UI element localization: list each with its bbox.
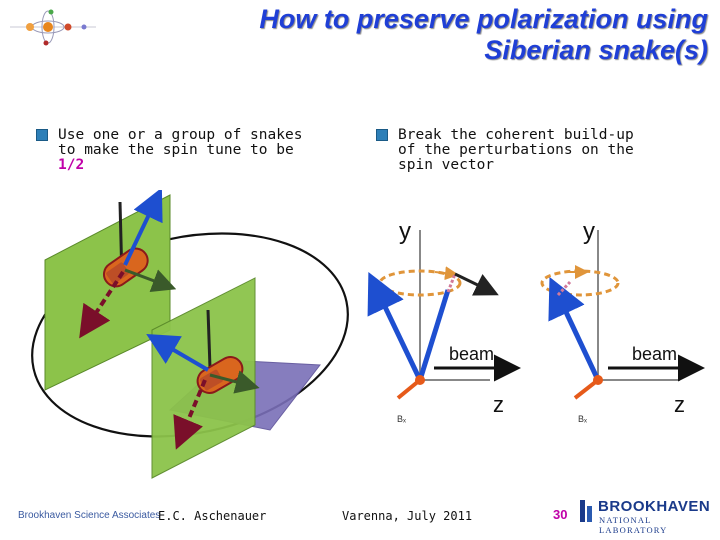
slide-title: How to preserve polarization using Siber… bbox=[259, 4, 708, 66]
spin-diagram-left bbox=[367, 230, 521, 400]
footer-venue: Varenna, July 2011 bbox=[342, 509, 473, 523]
right-bullet-line-1: Break the coherent build-up bbox=[398, 127, 634, 143]
siberian-snake-illustration bbox=[31, 190, 349, 479]
snake-magnet-2 bbox=[196, 356, 244, 394]
b-field-label-right: Bₓ bbox=[578, 414, 587, 424]
bullet-square-icon bbox=[36, 129, 48, 141]
page-number: 30 bbox=[553, 507, 568, 522]
left-bullet-line-1: Use one or a group of snakes bbox=[58, 127, 303, 143]
spin-diagram-right bbox=[540, 230, 705, 400]
right-bullet-line-2: of the perturbations on the bbox=[398, 142, 634, 158]
bullet-square-icon bbox=[376, 129, 388, 141]
brookhaven-logo-icon bbox=[580, 500, 592, 522]
title-line-1: How to preserve polarization using bbox=[259, 4, 708, 34]
spin-perturbation-diagrams bbox=[367, 230, 705, 400]
beam-label-right: beam bbox=[632, 344, 678, 364]
right-bullet: Break the coherent build-up of the pertu… bbox=[376, 128, 706, 173]
beam-label-left: beam bbox=[449, 344, 495, 364]
y-axis-label-right: y bbox=[583, 218, 595, 245]
lab-subtitle: NATIONAL LABORATORY bbox=[599, 515, 668, 535]
z-axis-label-left: z bbox=[493, 392, 504, 417]
title-line-2: Siberian snake(s) bbox=[484, 35, 708, 65]
footer-org: Brookhaven Science Associates bbox=[18, 510, 161, 521]
footer-author: E.C. Aschenauer bbox=[158, 509, 267, 523]
z-axis-label-right: z bbox=[674, 392, 685, 417]
left-bullet-highlight: 1/2 bbox=[58, 157, 85, 173]
left-bullet-line-2: to make the spin tune to be bbox=[58, 142, 294, 158]
atom-logo-icon bbox=[10, 9, 96, 46]
left-bullet: Use one or a group of snakes to make the… bbox=[36, 128, 356, 173]
b-field-label-left: Bₓ bbox=[397, 414, 406, 424]
y-axis-label-left: y bbox=[399, 218, 411, 245]
snake-magnet-1 bbox=[102, 247, 149, 288]
lab-name: BROOKHAVEN bbox=[598, 498, 711, 515]
right-bullet-line-3: spin vector bbox=[398, 157, 495, 173]
